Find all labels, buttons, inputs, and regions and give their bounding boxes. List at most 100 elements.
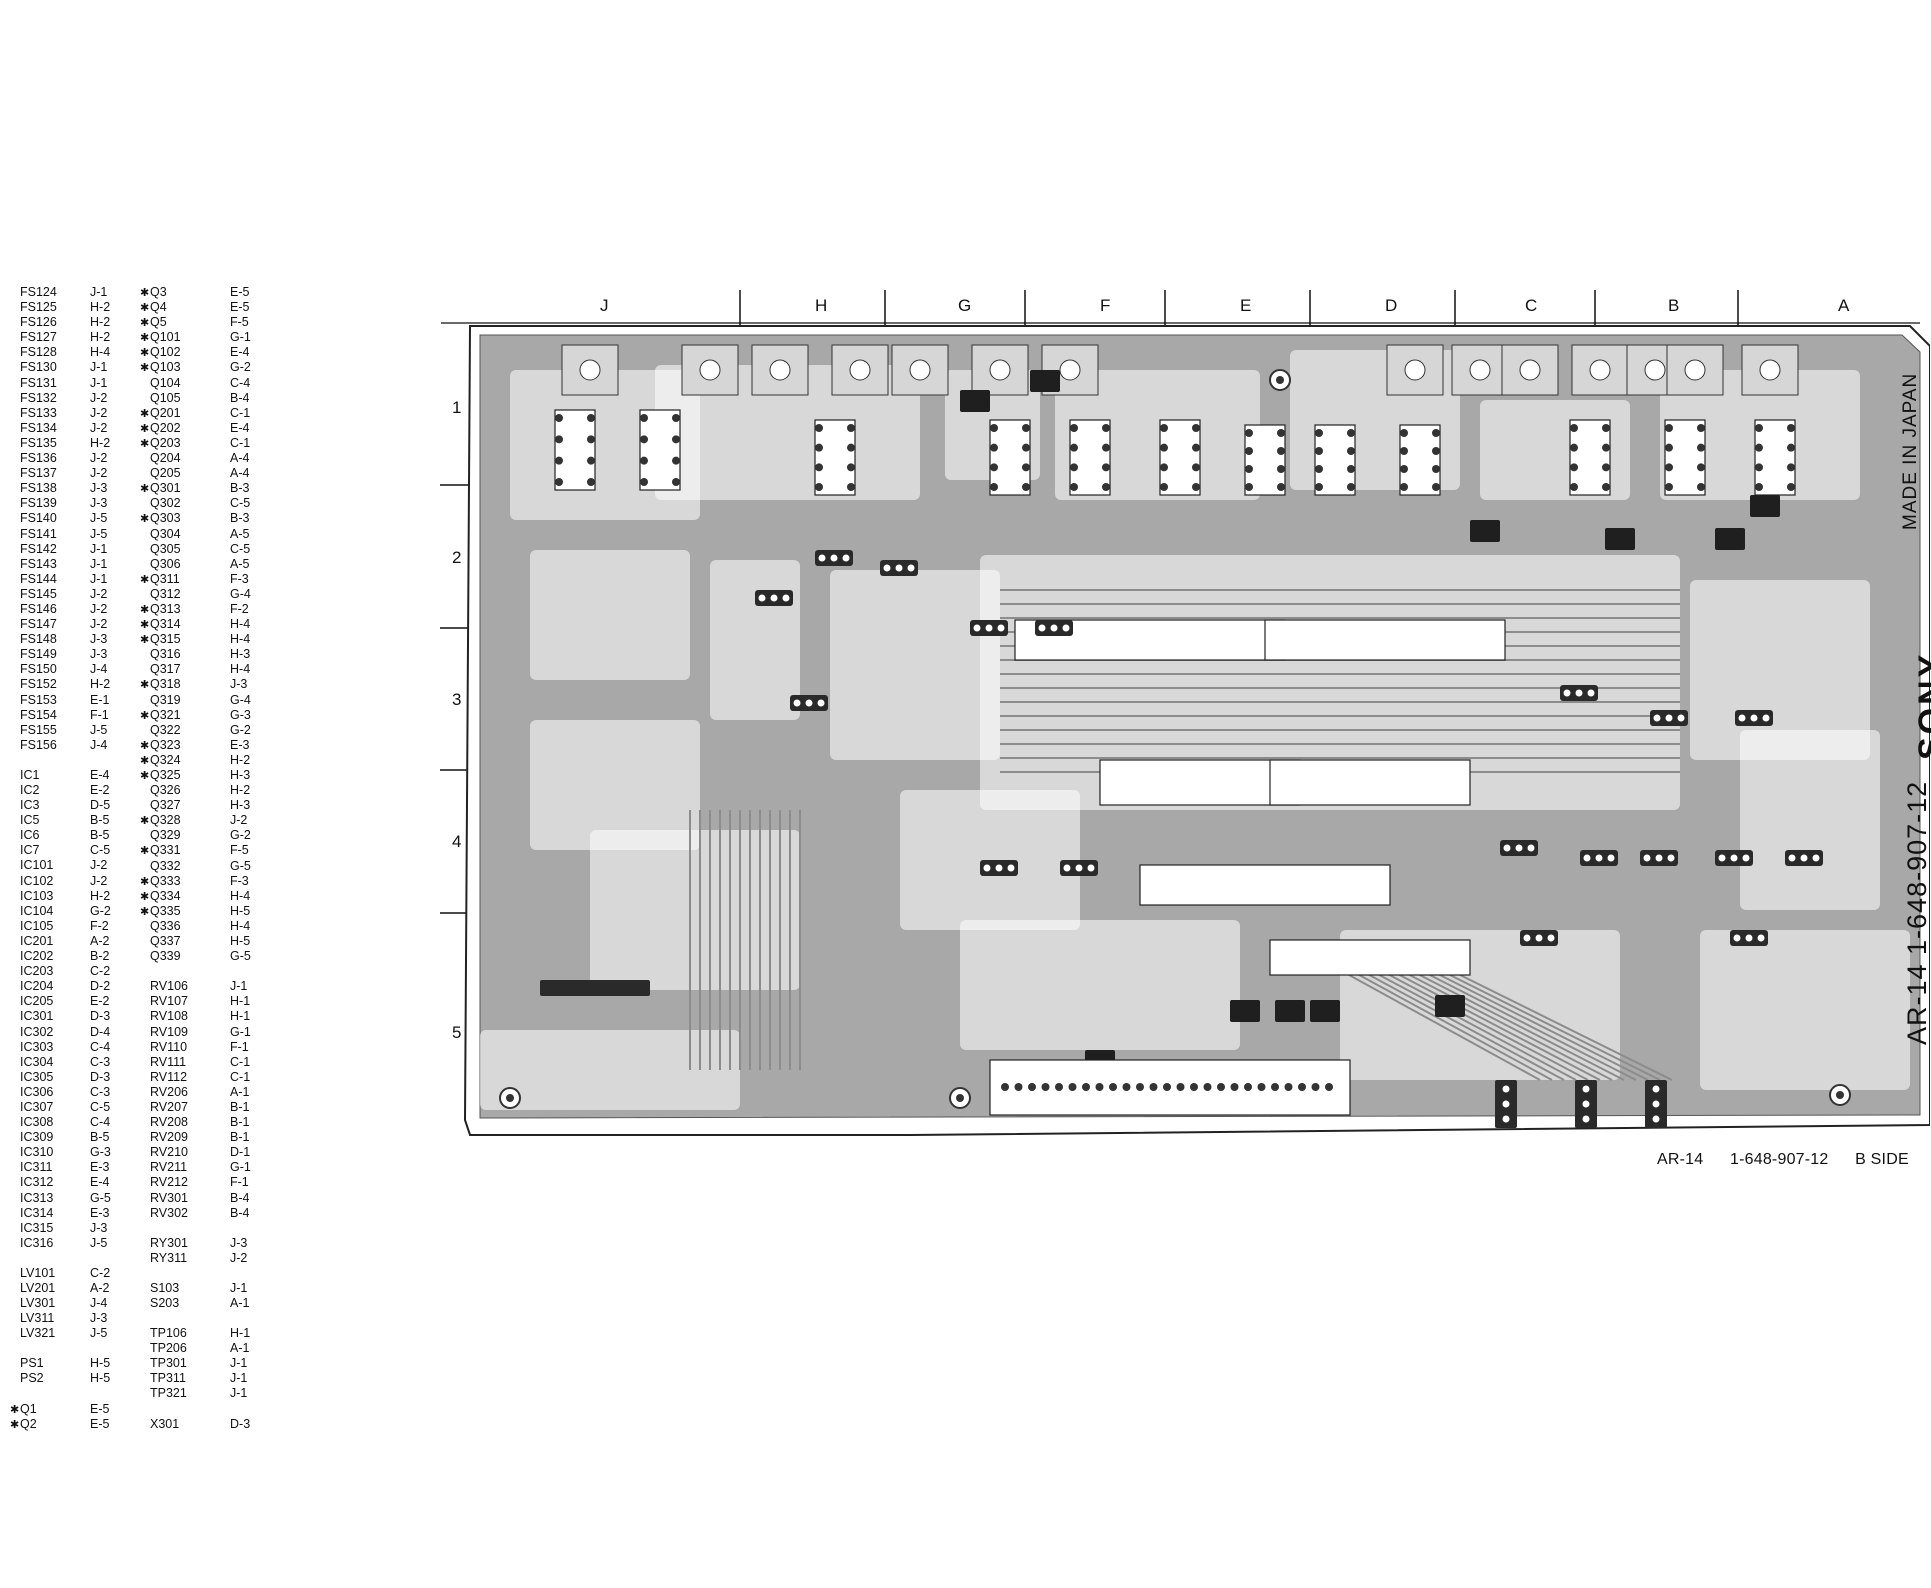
reference-location: H-2 [90,330,111,345]
reference-designator: IC307 [20,1099,54,1114]
star-mark-icon: ✱ [140,875,150,888]
jumper-wire [1715,528,1745,550]
reference-location: G-4 [230,586,251,601]
pcb-trace [1439,969,1661,1081]
star-mark-icon: ✱ [140,513,150,526]
reference-designator: IC7 [20,843,40,858]
ic-pin [990,443,998,452]
ic-pin [1582,1115,1590,1123]
reference-designator: IC1 [20,767,40,782]
transistor-pin [1050,624,1058,632]
board-part-number-vertical: AR-14 1-648-907-12 [1902,780,1931,1045]
transistor-pin [1800,854,1808,862]
reference-location: H-5 [230,903,251,918]
transistor-pin [782,594,790,602]
reference-location: J-3 [90,1311,108,1326]
reference-designator: Q5 [150,315,167,330]
ic-pin [1697,443,1705,452]
connector-pin [1149,1083,1158,1091]
reference-designator: RV207 [150,1099,188,1114]
reference-designator: IC5 [20,813,40,828]
reference-designator: IC315 [20,1220,54,1235]
grid-row-label: 1 [452,398,462,417]
reference-designator: X301 [150,1416,180,1431]
ic-pin [1787,424,1795,432]
reference-location: A-2 [90,933,110,948]
ic-pin [555,414,563,422]
reference-designator: Q3 [150,285,167,299]
star-mark-icon: ✱ [140,890,150,903]
grid-column-label: A [1838,296,1850,315]
transistor-pin [973,624,981,632]
connector-pin [1190,1083,1198,1091]
transistor-pin [895,564,903,572]
caption-part-number: 1-648-907-12 [1730,1151,1829,1168]
reference-location: J-1 [90,360,108,375]
reference-designator: RV301 [150,1190,188,1205]
potentiometer-knob [769,359,791,381]
mounting-hole-center [1836,1091,1844,1099]
pcb-trace [1419,969,1637,1081]
reference-designator: FS153 [20,692,57,707]
reference-location: A-4 [230,451,250,466]
reference-location: J-4 [90,1296,108,1311]
list-gap [150,1221,251,1236]
ic-long [1269,759,1471,806]
transistor-pin [1677,714,1685,722]
board-clearance [830,570,1000,760]
reference-designator: Q337 [150,934,181,949]
jumper-wire [1275,1000,1305,1022]
potentiometer-knob [1519,359,1541,381]
reference-location: C-1 [230,405,251,420]
reference-location: J-2 [230,1250,248,1265]
reference-designator: RV206 [150,1084,188,1099]
reference-location: J-4 [90,662,108,677]
reference-location: G-5 [230,858,251,873]
reference-location: H-5 [90,1371,111,1386]
reference-designator: FS138 [20,481,57,496]
star-mark-icon: ✱ [10,1403,20,1416]
transistor-pin [1738,714,1746,722]
reference-location: J-1 [230,1356,248,1371]
reference-designator: TP311 [150,1371,186,1386]
reference-designator: FS134 [20,420,57,435]
ic-pin [1502,1100,1510,1108]
grid-column-label: F [1100,296,1111,315]
ic-pin [1570,443,1578,452]
reference-location: C-1 [230,1069,251,1084]
ic-pin [1070,483,1078,491]
reference-designator: IC6 [20,828,40,843]
ic-pin [1755,463,1763,472]
reference-location: B-1 [230,1115,250,1130]
reference-designator: FS148 [20,632,57,647]
reference-location: D-3 [230,1416,251,1431]
reference-location: H-2 [230,783,251,798]
ic-pin [587,414,595,422]
ic-pin [1697,424,1705,432]
jumper-wire [1310,1000,1340,1022]
reference-designator: FS136 [20,451,57,466]
reference-location: D-2 [90,979,111,994]
